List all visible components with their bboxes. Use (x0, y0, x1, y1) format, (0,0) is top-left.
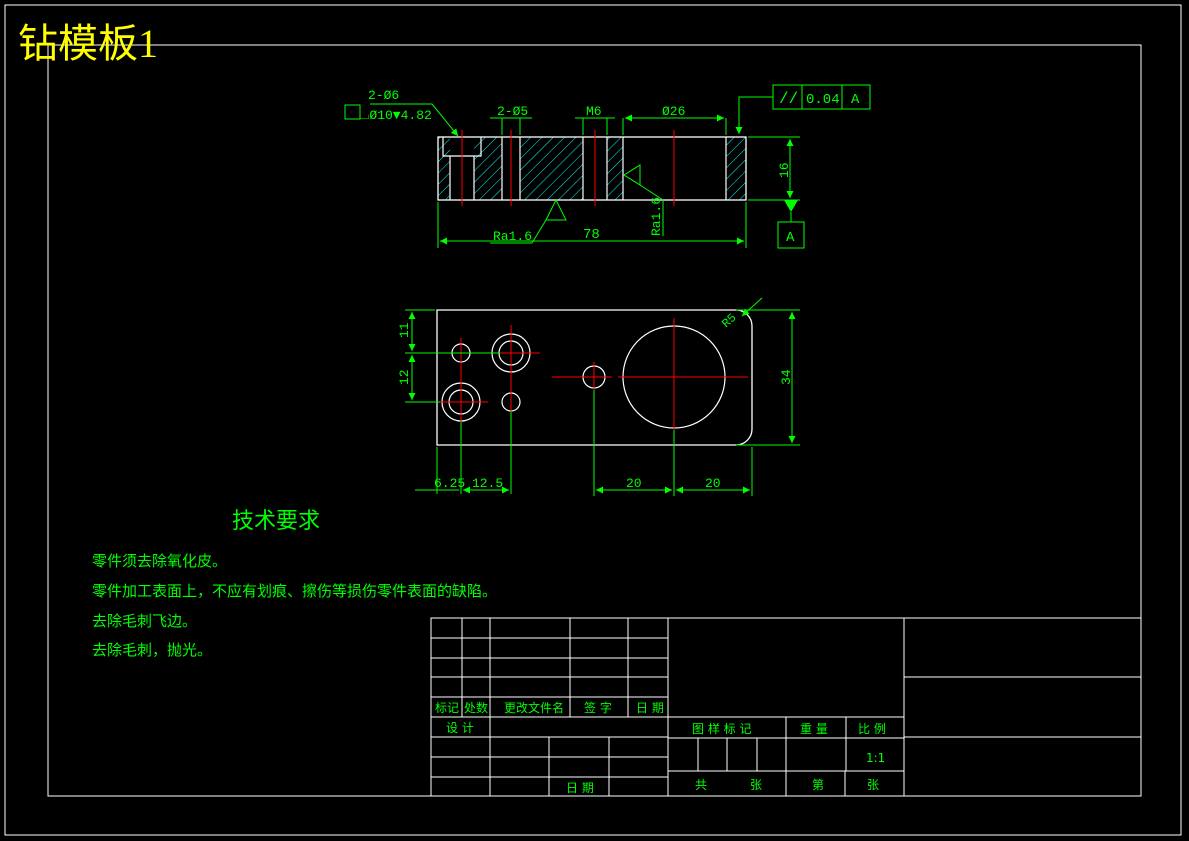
note-item: 去除毛刺，抛光。 (92, 641, 212, 659)
tb-sheet-no: 第 (812, 778, 824, 792)
hatch-region (474, 137, 502, 200)
hatch-region (438, 137, 450, 200)
tb-scale: 1:1 (866, 751, 885, 765)
dim-11: 11 (397, 322, 412, 338)
tb-pattern-mark: 图 样 标 记 (692, 721, 751, 736)
dim-12-5: 12.5 (472, 476, 503, 491)
tb-date-header: 日 期 (636, 701, 664, 715)
front-view: 2-Ø6 ⌴Ø10▼4.82 2-Ø5 M6 Ø26 // 0.04 A 16 (344, 84, 871, 249)
technical-notes: 技术要求 零件须去除氧化皮。 零件加工表面上，不应有划痕、擦伤等损伤零件表面的缺… (92, 509, 497, 659)
tolerance-datum: A (851, 92, 860, 108)
tb-sign: 签 字 (584, 700, 612, 715)
hatch-region (607, 137, 623, 200)
tb-design: 设 计 (446, 721, 474, 735)
dim-6-25: 6.25 (434, 476, 465, 491)
hatch-region (520, 137, 583, 200)
callout-2xd6: 2-Ø6 (368, 88, 399, 103)
dim-radius: R5 (719, 311, 739, 331)
tb-mark: 标记 (435, 701, 459, 715)
title-block (430, 617, 1142, 797)
tolerance-symbol: // (779, 90, 798, 108)
hatch-region (726, 137, 746, 200)
note-item: 零件加工表面上，不应有划痕、擦伤等损伤零件表面的缺陷。 (92, 582, 497, 600)
drawing-title: 钻模板1 (18, 21, 158, 66)
dim-12: 12 (397, 369, 412, 385)
note-item: 零件须去除氧化皮。 (92, 552, 227, 570)
dim-height: 16 (777, 162, 792, 178)
tb-sheets-a: 张 (750, 778, 762, 792)
roughness-right: Ra1.6 (649, 197, 664, 236)
label-2xd5: 2-Ø5 (497, 104, 528, 119)
tb-total: 共 (695, 778, 707, 792)
tb-weight: 重 量 (800, 722, 828, 736)
tb-count: 处数 (464, 700, 488, 715)
tb-doc: 更改文件名 (504, 700, 564, 715)
tb-scale-label: 比 例 (858, 722, 886, 736)
dim-20-right: 20 (705, 476, 721, 491)
datum-label: A (786, 230, 795, 246)
roughness-left: Ra1.6 (493, 229, 532, 244)
dim-34: 34 (779, 369, 794, 385)
label-d26: Ø26 (662, 104, 685, 119)
dim-length: 78 (583, 227, 600, 243)
notes-heading: 技术要求 (232, 509, 320, 534)
note-item: 去除毛刺飞边。 (92, 612, 197, 630)
label-m6: M6 (586, 104, 602, 119)
tb-sheets-b: 张 (867, 778, 879, 792)
dim-20-left: 20 (626, 476, 642, 491)
tb-date: 日 期 (566, 781, 594, 795)
title-block-text: 标记 处数 更改文件名 签 字 日 期 设 计 日 期 图 样 标 记 重 量 … (435, 700, 886, 795)
section-outline (437, 136, 747, 201)
outer-frame (4, 4, 1182, 836)
callout-counterbore: ⌴Ø10▼4.82 (359, 108, 432, 123)
top-view: 11 12 34 R5 6.25 12.5 20 20 (397, 297, 800, 496)
tolerance-value: 0.04 (806, 92, 840, 108)
